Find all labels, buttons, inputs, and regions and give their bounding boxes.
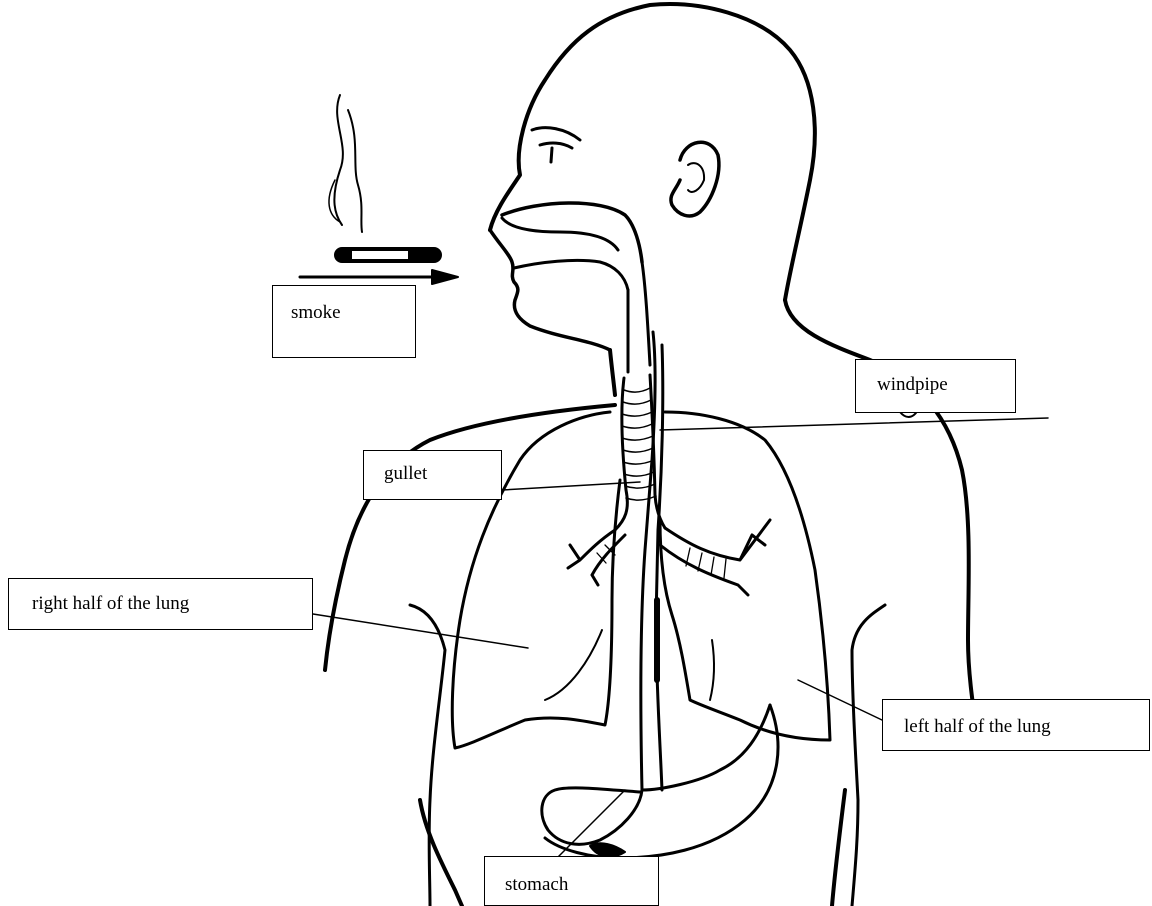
smoke-wisp-1 xyxy=(334,95,343,225)
smoke-label: smoke xyxy=(291,302,341,323)
stomach-outline xyxy=(542,705,770,844)
smoke-label-box: smoke xyxy=(272,285,416,358)
right-arm-inner xyxy=(852,605,885,906)
head-outline xyxy=(490,4,815,300)
right-lung-fissure xyxy=(545,630,602,700)
left-shoulder xyxy=(325,405,615,670)
left-lung-leader xyxy=(798,680,882,720)
front-neck xyxy=(610,350,615,395)
stomach-label: stomach xyxy=(505,874,568,895)
left-bronchus xyxy=(568,530,625,585)
left-lung-label: left half of the lung xyxy=(904,716,1051,737)
gullet-label: gullet xyxy=(384,463,427,484)
right-waist xyxy=(832,790,845,906)
left-waist xyxy=(420,800,462,906)
left-lung xyxy=(660,412,830,740)
ear-inner xyxy=(688,163,704,192)
face-profile xyxy=(490,230,610,350)
palate xyxy=(502,218,618,250)
left-lung-label-box: left half of the lung xyxy=(882,699,1150,751)
gullet-label-box: gullet xyxy=(363,450,502,500)
arrow-icon xyxy=(300,270,458,284)
right-bronchus xyxy=(660,520,770,595)
windpipe-label-box: windpipe xyxy=(855,359,1016,413)
right-lung-label: right half of the lung xyxy=(32,593,189,614)
windpipe-label: windpipe xyxy=(877,374,948,395)
eye xyxy=(532,128,580,162)
right-lung-leader xyxy=(313,614,528,648)
pharynx-back xyxy=(642,262,650,365)
mouth-cavity xyxy=(514,260,628,290)
cigarette-paper xyxy=(352,251,408,259)
left-lung-fissure xyxy=(710,640,714,700)
right-lung-label-box: right half of the lung xyxy=(8,578,313,630)
ear xyxy=(671,142,719,216)
stomach-label-box: stomach xyxy=(484,856,659,906)
smoke-wisp-2 xyxy=(348,110,362,232)
